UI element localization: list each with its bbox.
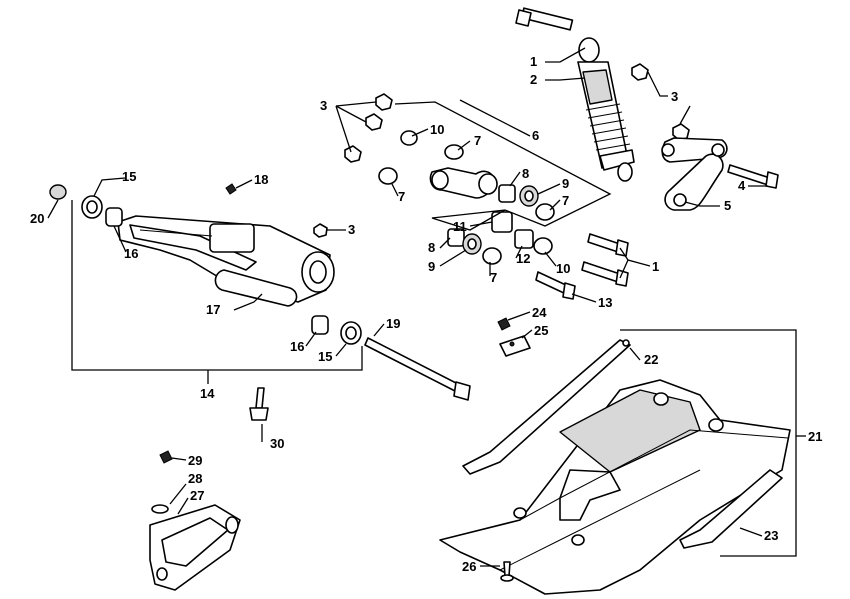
callout-2: 2 bbox=[530, 72, 537, 87]
callout-1-top: 1 bbox=[530, 54, 537, 69]
callout-28: 28 bbox=[188, 471, 202, 486]
bracket bbox=[149, 450, 241, 591]
callout-26: 26 bbox=[462, 559, 476, 574]
callout-27: 27 bbox=[190, 488, 204, 503]
callout-14: 14 bbox=[200, 386, 215, 401]
callout-7-left: 7 bbox=[398, 189, 405, 204]
callout-15-top: 15 bbox=[122, 169, 136, 184]
callout-16-top: 16 bbox=[124, 246, 138, 261]
callout-8-top: 8 bbox=[522, 166, 529, 181]
shock-absorber bbox=[515, 7, 690, 182]
callout-numbers: 1 2 3 3 10 7 6 8 9 4 5 7 7 11 8 12 1 9 1… bbox=[30, 54, 822, 574]
callout-3-arm: 3 bbox=[348, 222, 355, 237]
callout-16-bottom: 16 bbox=[290, 339, 304, 354]
swing-arm bbox=[49, 183, 471, 421]
callout-7-bottom: 7 bbox=[490, 270, 497, 285]
callout-18: 18 bbox=[254, 172, 268, 187]
callout-22: 22 bbox=[644, 352, 658, 367]
callout-3-right: 3 bbox=[671, 89, 678, 104]
chassis-tunnel bbox=[439, 339, 791, 595]
callout-29: 29 bbox=[188, 453, 202, 468]
callout-17: 17 bbox=[206, 302, 220, 317]
callout-9-top: 9 bbox=[562, 176, 569, 191]
callout-13: 13 bbox=[598, 295, 612, 310]
callout-10-bottom: 10 bbox=[556, 261, 570, 276]
rocker-assembly bbox=[344, 93, 629, 300]
callout-20: 20 bbox=[30, 211, 44, 226]
callout-11: 11 bbox=[453, 219, 467, 234]
callout-7-right: 7 bbox=[562, 193, 569, 208]
callout-25: 25 bbox=[534, 323, 548, 338]
linkage-arm bbox=[661, 137, 779, 211]
callout-12: 12 bbox=[516, 251, 530, 266]
callout-30: 30 bbox=[270, 436, 284, 451]
callout-8-bottom: 8 bbox=[428, 240, 435, 255]
callout-1-bottom: 1 bbox=[652, 259, 659, 274]
callout-19: 19 bbox=[386, 316, 400, 331]
callout-4: 4 bbox=[738, 178, 746, 193]
callout-21: 21 bbox=[808, 429, 822, 444]
callout-23: 23 bbox=[764, 528, 778, 543]
callout-7-top: 7 bbox=[474, 133, 481, 148]
callout-5: 5 bbox=[724, 198, 731, 213]
callout-6: 6 bbox=[532, 128, 539, 143]
leader-lines bbox=[47, 47, 806, 567]
clip-fastener bbox=[497, 317, 531, 357]
callout-10-top: 10 bbox=[430, 122, 444, 137]
callout-3-left: 3 bbox=[320, 98, 327, 113]
callout-24: 24 bbox=[532, 305, 547, 320]
callout-9-bottom: 9 bbox=[428, 259, 435, 274]
callout-15-bottom: 15 bbox=[318, 349, 332, 364]
